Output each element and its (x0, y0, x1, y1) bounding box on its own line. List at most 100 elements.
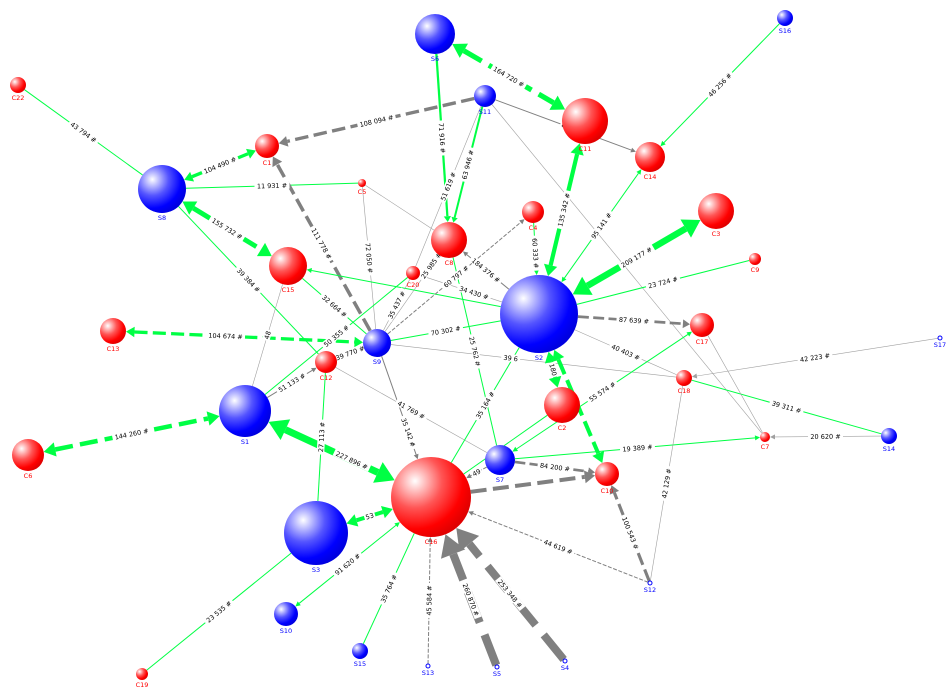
svg-text:100 543 #: 100 543 # (620, 516, 640, 551)
customer-sphere-icon (391, 457, 471, 537)
node-S3[interactable]: S3 (284, 501, 348, 574)
node-S6[interactable]: S6 (415, 14, 455, 63)
svg-text:35 764 #: 35 764 # (379, 573, 399, 604)
arrowhead-icon (552, 349, 565, 362)
edge-label: 35 164 # (472, 387, 498, 422)
node-label: C4 (529, 224, 538, 232)
node-C8[interactable]: C8 (431, 222, 467, 267)
edge-label: 20 620 # (807, 432, 844, 441)
node-S5[interactable]: S5 (493, 664, 501, 678)
node-C13[interactable]: C13 (100, 318, 126, 353)
arrowhead-icon (452, 43, 469, 58)
node-C20[interactable]: C20 (406, 266, 420, 289)
node-S17[interactable]: S17 (934, 335, 946, 349)
node-S14[interactable]: S14 (881, 428, 897, 453)
edge-label: 39 770 # (332, 343, 368, 363)
node-S12[interactable]: S12 (644, 580, 656, 594)
node-marker-icon (425, 663, 431, 669)
svg-text:35 437 #: 35 437 # (386, 290, 407, 321)
arrowhead-icon (272, 156, 283, 168)
node-S16[interactable]: S16 (777, 10, 793, 35)
node-marker-icon (494, 664, 500, 670)
supplier-sphere-icon (219, 385, 271, 437)
node-C16[interactable]: C16 (391, 457, 471, 546)
arrowhead-icon (519, 219, 525, 225)
node-C2[interactable]: C2 (544, 387, 580, 432)
arrowhead-icon (43, 442, 57, 457)
customer-sphere-icon (595, 462, 619, 486)
node-S7[interactable]: S7 (485, 445, 515, 484)
node-label: S7 (496, 476, 504, 484)
node-C10[interactable]: C10 (595, 462, 619, 495)
arrowhead-icon (246, 148, 256, 159)
node-C22[interactable]: C22 (10, 77, 26, 102)
node-S8[interactable]: S8 (138, 165, 186, 222)
node-C1[interactable]: C1 (255, 134, 279, 167)
node-S10[interactable]: S10 (274, 602, 298, 635)
svg-text:184 376 #: 184 376 # (470, 257, 502, 285)
node-C14[interactable]: C14 (635, 142, 665, 181)
edge-label: 209 177 # (617, 243, 656, 271)
arrowhead-icon (440, 534, 466, 559)
svg-text:27 113 #: 27 113 # (317, 422, 327, 453)
arrowhead-icon (256, 242, 272, 257)
svg-text:180: 180 (547, 363, 558, 377)
node-C9[interactable]: C9 (749, 253, 761, 274)
edge-S2-C15 (306, 268, 501, 308)
node-S11[interactable]: S11 (474, 85, 496, 116)
node-C5[interactable]: C5 (358, 179, 367, 196)
svg-text:55 574 #: 55 574 # (588, 380, 618, 403)
arrowhead-icon (184, 171, 195, 182)
customer-sphere-icon (255, 134, 279, 158)
node-C11[interactable]: C11 (562, 98, 608, 153)
svg-text:104 674 #: 104 674 # (208, 332, 243, 342)
node-C12[interactable]: C12 (315, 351, 337, 382)
svg-text:70 302 #: 70 302 # (430, 324, 461, 337)
node-label: C5 (358, 188, 367, 196)
node-label: C13 (107, 345, 120, 353)
svg-text:209 177 #: 209 177 # (620, 245, 654, 269)
node-C19[interactable]: C19 (136, 668, 149, 689)
arrowhead-icon (278, 136, 289, 147)
node-C15[interactable]: C15 (269, 247, 307, 294)
edge-label: 42 129 # (659, 465, 673, 502)
node-S4[interactable]: S4 (561, 658, 569, 672)
node-C4[interactable]: C4 (522, 201, 544, 232)
node-S15[interactable]: S15 (352, 643, 368, 668)
node-C7[interactable]: C7 (760, 432, 770, 451)
svg-text:42 223 #: 42 223 # (799, 352, 830, 365)
node-label: C17 (696, 338, 709, 346)
node-S2[interactable]: S2 (500, 275, 578, 362)
node-label: C1 (263, 159, 272, 167)
node-C18[interactable]: C18 (676, 370, 692, 395)
edge-S1-C16 (268, 419, 395, 483)
customer-sphere-icon (690, 313, 714, 337)
arrowhead-icon (380, 505, 393, 519)
node-label: S16 (779, 27, 791, 35)
edge-label: 111 778 # (308, 224, 335, 263)
arrowhead-icon (125, 326, 135, 338)
arrowhead-icon (268, 419, 291, 441)
node-label: S1 (241, 438, 249, 446)
edge-label: 227 896 # (332, 448, 372, 472)
arrowhead-icon (311, 367, 317, 373)
svg-text:39 6: 39 6 (503, 354, 518, 364)
node-S9[interactable]: S9 (363, 329, 391, 366)
node-S13[interactable]: S13 (422, 663, 434, 677)
edge-C2-C16 (463, 414, 548, 475)
customer-sphere-icon (136, 668, 148, 680)
edge-label: 108 094 # (356, 112, 397, 129)
edge-C5-C8 (365, 184, 435, 231)
node-C6[interactable]: C6 (12, 439, 44, 480)
node-C3[interactable]: C3 (698, 193, 734, 238)
customer-sphere-icon (431, 222, 467, 258)
node-label: C2 (558, 424, 567, 432)
arrowhead-icon (306, 268, 313, 273)
edge-label: 180 (547, 361, 559, 378)
node-C17[interactable]: C17 (690, 313, 714, 346)
arrowhead-icon (549, 95, 566, 110)
node-S1[interactable]: S1 (219, 385, 271, 446)
edge-label: 19 389 # (619, 442, 656, 454)
svg-text:20 620 #: 20 620 # (810, 433, 840, 441)
